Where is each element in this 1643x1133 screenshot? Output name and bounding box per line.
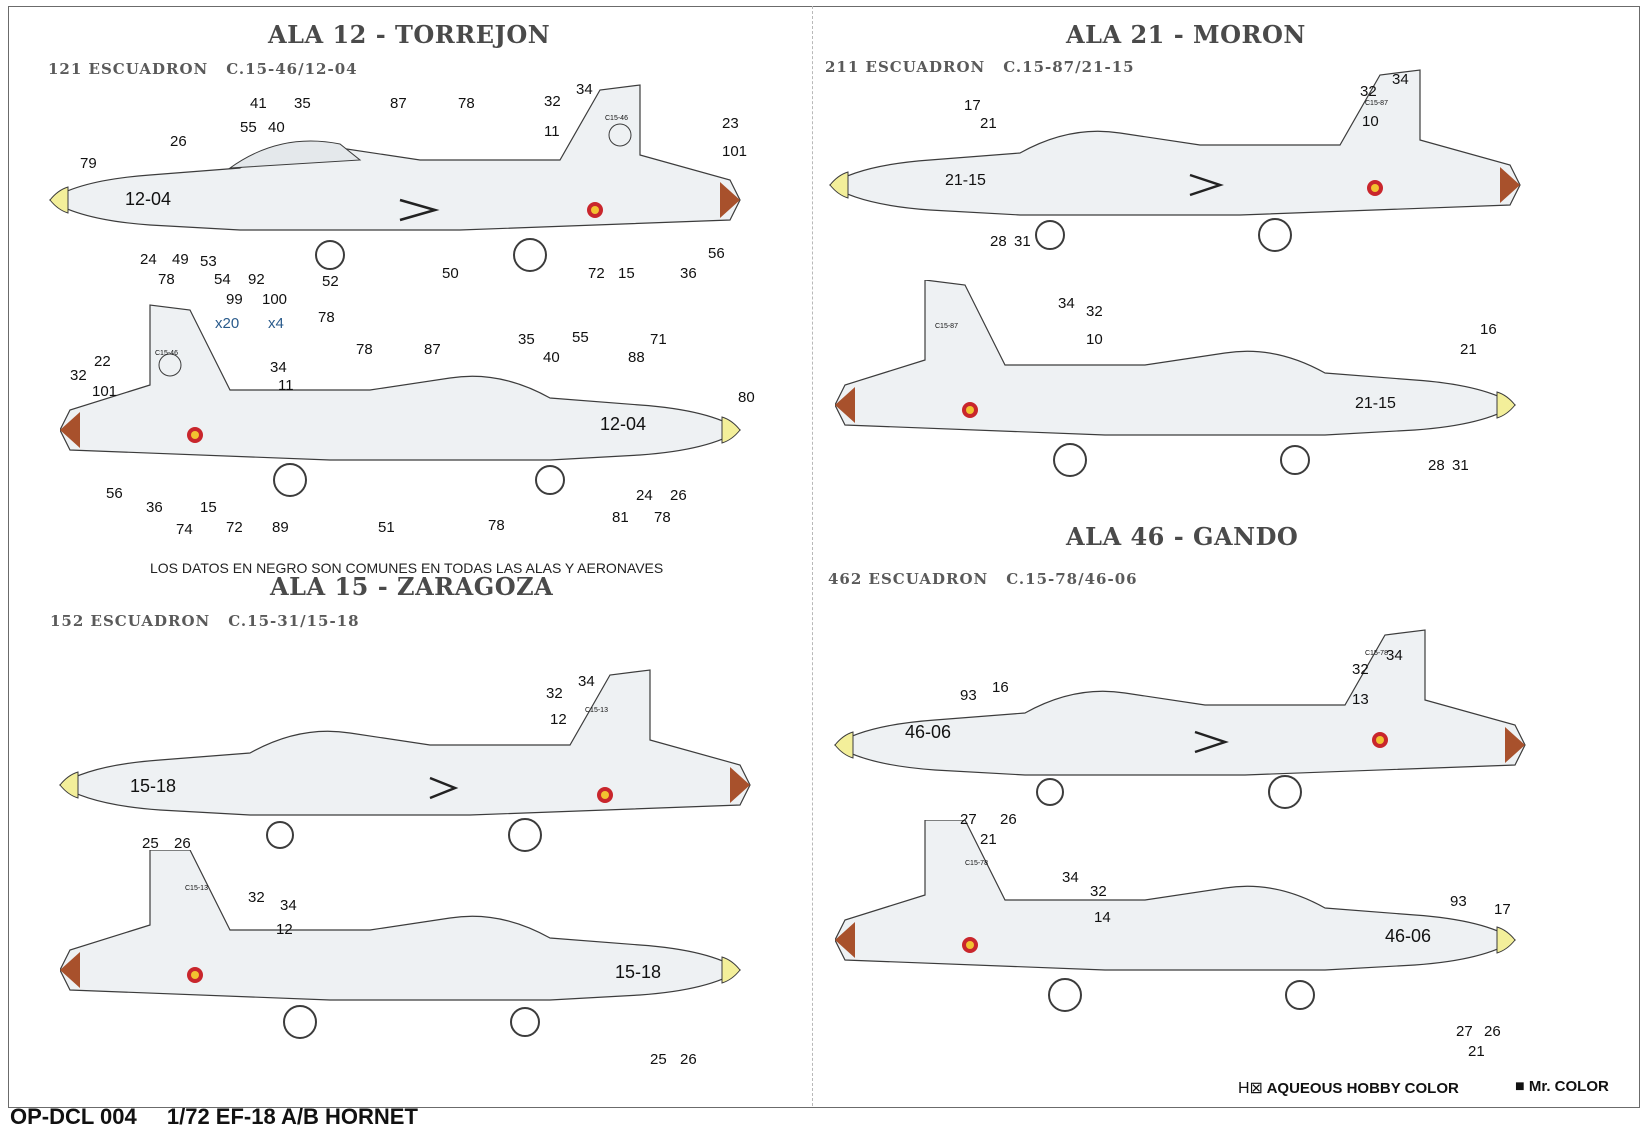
title-ala46: ALA 46 - GANDO	[1066, 522, 1299, 551]
title-ala15: ALA 15 - ZARAGOZA	[270, 572, 554, 601]
aircraft-ala46-right: 46-06 C15-78	[835, 820, 1517, 1012]
svg-text:C15-46: C15-46	[155, 350, 178, 357]
title-ala21: ALA 21 - MORON	[1066, 20, 1306, 49]
aircraft-ala15-right: 15-18 C15-13	[60, 850, 742, 1039]
common-data-note: LOS DATOS EN NEGRO SON COMUNES EN TODAS …	[150, 560, 664, 576]
aqueous-label: AQUEOUS HOBBY COLOR	[1266, 1080, 1459, 1097]
aircraft-ala46-left: 46-06 C15-78	[833, 629, 1526, 809]
aircraft-body	[48, 84, 741, 272]
svg-text:C15-87: C15-87	[935, 323, 958, 330]
center-fold	[812, 6, 813, 1106]
svg-text:C15-87: C15-87	[1365, 100, 1388, 107]
svg-text:C15-78: C15-78	[1365, 650, 1388, 657]
code-ala46-left: 46-06	[905, 722, 951, 742]
mr-color-label: Mr. COLOR	[1528, 1078, 1609, 1095]
code-ala12-right: 12-04	[600, 414, 646, 434]
code-ala15-left: 15-18	[130, 776, 176, 796]
title-ala12: ALA 12 - TORREJON	[268, 20, 551, 49]
product-footer: OP-DCL 004 1/72 EF-18 A/B HORNET	[10, 1104, 418, 1130]
code-ala46-right: 46-06	[1385, 926, 1431, 946]
code-ala15-right: 15-18	[615, 962, 661, 982]
code-ala12-left: 12-04	[125, 189, 171, 209]
legend-mr-color: ■ Mr. COLOR	[1515, 1078, 1609, 1096]
aircraft-ala12-left: 12-04 C15-46	[48, 84, 741, 272]
aircraft-ala21-left: 21-15 C15-87	[828, 69, 1521, 252]
code-ala21-right: 21-15	[1355, 395, 1396, 412]
svg-text:C15-13: C15-13	[185, 885, 208, 892]
aircraft-ala21-right: 21-15 C15-87	[835, 280, 1517, 477]
svg-text:C15-78: C15-78	[965, 860, 988, 867]
code-ala21-left: 21-15	[945, 172, 986, 189]
svg-text:C15-13: C15-13	[585, 707, 608, 714]
aircraft-ala15-left: 15-18 C15-13	[58, 669, 751, 852]
svg-text:C15-46: C15-46	[605, 115, 628, 122]
product-title: 1/72 EF-18 A/B HORNET	[166, 1104, 418, 1129]
legend-aqueous: H⊠ AQUEOUS HOBBY COLOR	[1238, 1078, 1459, 1098]
aircraft-ala12-right: 12-04 C15-46	[60, 304, 742, 497]
product-code: OP-DCL 004	[10, 1104, 137, 1129]
mr-color-symbol: ■	[1515, 1078, 1525, 1095]
decal-sheet	[8, 6, 1640, 1108]
aqueous-symbol: H⊠	[1238, 1080, 1263, 1097]
